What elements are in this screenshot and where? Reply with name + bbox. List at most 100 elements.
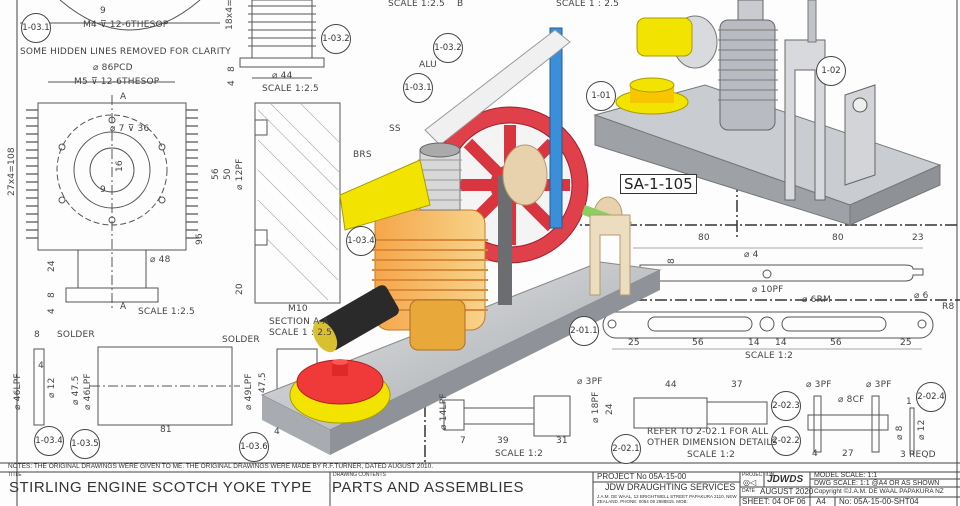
callout-bubble: 2-01.1 — [569, 316, 599, 346]
copyright: Copyright ©J.A.M. DE WAAL PAPAKURA NZ — [814, 488, 944, 495]
black-handle — [312, 285, 399, 353]
dim-label: 37 — [731, 380, 743, 390]
callout-bubble: 1-02 — [816, 56, 846, 86]
scale-label: SCALE 1:2 — [495, 449, 543, 459]
dim-label: 16 — [115, 160, 125, 172]
dim-label: ⌀ 6RM — [802, 295, 832, 305]
scale-label: SCALE 1 : 2.5 — [556, 0, 620, 9]
assembly-label: SA-1-105 — [620, 174, 697, 194]
callout-bubble: 1-03.4 — [346, 226, 376, 256]
dim-label: ⌀ 46LPF — [13, 373, 23, 410]
note-solder: SOLDER — [57, 330, 95, 340]
dim-label: 56 — [830, 338, 842, 348]
callout-bubble: 1-03.6 — [239, 432, 269, 462]
dim-label: 50 — [223, 168, 233, 180]
dim-label: 27x4=108 — [7, 147, 17, 196]
dim-label: 80 — [832, 233, 844, 243]
dim-label: 25 — [628, 338, 640, 348]
notes-text: NOTES: THE ORIGINAL DRAWINGS WERE GIVEN … — [8, 463, 434, 470]
dim-label: 9 — [100, 6, 106, 16]
fork-support — [784, 39, 826, 201]
brass-displacer — [339, 159, 431, 231]
callout-bubble: 2-02.4 — [916, 382, 946, 412]
sheet-number: SHEET: 04 OF 06 — [742, 497, 806, 506]
material-label: SS — [389, 124, 401, 134]
dim-label: 24 — [605, 403, 615, 415]
dim-label: ⌀ 46LPF — [83, 373, 93, 410]
projection-caption: PROJECTION — [742, 472, 775, 478]
top-view-arc — [59, 0, 201, 31]
dim-label: ⌀ 8CF — [838, 395, 865, 405]
dim-label: 25 — [900, 338, 912, 348]
scale-label: SCALE 1 : 2.5 — [269, 328, 333, 338]
dim-label: 4 — [38, 361, 44, 371]
bearing-support — [844, 84, 876, 186]
dim-label: ⌀ 12 — [47, 377, 57, 398]
note-refer: REFER TO 2-02.1 FOR ALL — [647, 427, 769, 437]
callout-bubble: 1-03.2 — [433, 33, 463, 63]
dim-label: ⌀ 7 ⊽ 36 — [110, 124, 150, 134]
note-hidden-lines: SOME HIDDEN LINES REMOVED FOR CLARITY — [20, 47, 231, 57]
view-marker: B — [457, 0, 464, 9]
drawing-contents: PARTS AND ASSEMBLIES — [332, 479, 525, 496]
projection-symbol-icon: ◎◁ — [743, 478, 757, 487]
yoke-support — [498, 175, 512, 305]
dim-label: 8 — [34, 330, 40, 340]
dim-label: ⌀ 44 — [272, 71, 293, 81]
title-caption: TITLE — [8, 472, 22, 478]
dim-label: ⌀ 48 — [150, 255, 171, 265]
material-label: ALU — [419, 60, 437, 70]
dim-label: 8 — [47, 292, 57, 298]
dim-label: 4 — [227, 80, 237, 86]
shaft-parts — [443, 395, 915, 455]
scale-label: SCALE 1:2.5 — [388, 0, 445, 9]
company-name: JDW DRAUGHTING SERVICES — [605, 482, 736, 492]
dim-label: M4 ⊽ 12-6THESOP — [83, 20, 169, 30]
material-label: BRS — [353, 150, 372, 160]
date-caption: DATE — [742, 488, 755, 494]
dim-label: ⌀ 86PCD — [93, 63, 133, 73]
dim-label: 4 — [47, 308, 57, 314]
dim-label: 20 — [235, 283, 245, 295]
dim-label: ⌀ 18PF — [591, 391, 601, 423]
dim-label: ⌀ 49LPF — [244, 373, 254, 410]
dim-label: 56 — [211, 168, 221, 180]
dim-label: R8 — [942, 302, 955, 312]
dim-label: ⌀ 6 — [914, 291, 929, 301]
dim-label: 31 — [556, 436, 568, 446]
dim-label: ⌀ 3PF — [577, 377, 603, 387]
scale-label: SCALE 1:2 — [687, 450, 735, 460]
title-block-lines — [0, 462, 960, 506]
dim-label: 18x4=72 — [225, 0, 235, 30]
dim-label: ⌀ 12PF — [235, 158, 245, 190]
dim-label: 23 — [912, 233, 924, 243]
dim-label: 96 — [195, 233, 205, 245]
dim-label: 24 — [47, 260, 57, 272]
dim-label: 8 — [227, 66, 237, 72]
section-label: SECTION A-A — [269, 317, 329, 327]
finned-cylinder-view — [239, 0, 325, 79]
section-marker: A — [120, 92, 127, 102]
dim-label: 80 — [698, 233, 710, 243]
note-solder: SOLDER — [222, 335, 260, 345]
callout-bubble: 1-03.4 — [34, 426, 64, 456]
scale-label: SCALE 1:2.5 — [262, 84, 319, 94]
logo: JDWDS — [767, 474, 804, 485]
dim-label: 1 — [906, 397, 912, 407]
dim-label: ⌀ 3PF — [806, 380, 832, 390]
dim-label: 4 — [812, 449, 818, 459]
dim-label: 9 — [100, 185, 106, 195]
drawing-title: STIRLING ENGINE SCOTCH YOKE TYPE — [9, 479, 313, 496]
dim-label: ⌀ 10PF — [752, 285, 784, 295]
contents-caption: DRAWING CONTENTS — [333, 472, 386, 478]
callout-bubble: 2-02.1 — [611, 434, 641, 464]
dim-label: 4 — [274, 427, 280, 437]
dim-label: 56 — [692, 338, 704, 348]
callout-bubble: 2-02.3 — [771, 391, 801, 421]
note-refer: OTHER DIMENSION DETAILS — [647, 438, 778, 448]
connecting-rod — [549, 27, 563, 229]
callout-bubble: 1-03.2 — [321, 24, 351, 54]
dim-label: ⌀ 47.5 — [71, 375, 81, 405]
